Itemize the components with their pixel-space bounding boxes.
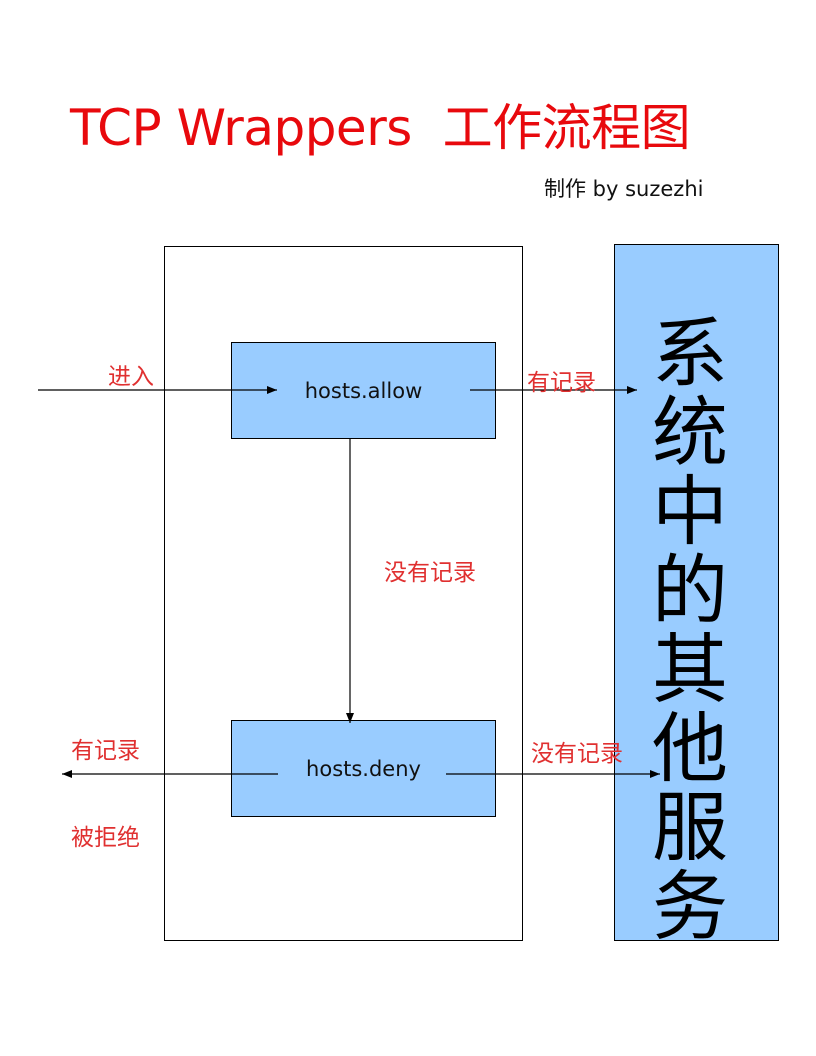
hosts-deny-node: hosts.deny xyxy=(231,720,496,817)
author-credit: 制作 by suzezhi xyxy=(544,177,704,201)
system-services-node xyxy=(614,244,779,941)
system-services-label: 系统中的其他服务 xyxy=(652,309,728,951)
edge-label-deny-unmatched: 没有记录 xyxy=(531,741,623,767)
hosts-allow-label: hosts.allow xyxy=(304,378,423,403)
tcp-wrappers-container xyxy=(164,246,523,941)
edge-label-deny-rejected: 被拒绝 xyxy=(71,825,140,851)
hosts-deny-label: hosts.deny xyxy=(306,756,421,781)
title-cjk: 工作流程图 xyxy=(442,99,691,157)
diagram-title: TCP Wrappers 工作流程图 xyxy=(70,88,691,160)
title-latin: TCP Wrappers xyxy=(70,99,412,157)
edge-label-enter: 进入 xyxy=(108,364,154,390)
edge-label-allow-unmatched: 没有记录 xyxy=(384,560,476,586)
edge-label-allow-matched: 有记录 xyxy=(527,370,596,396)
edge-label-deny-matched: 有记录 xyxy=(71,738,140,764)
